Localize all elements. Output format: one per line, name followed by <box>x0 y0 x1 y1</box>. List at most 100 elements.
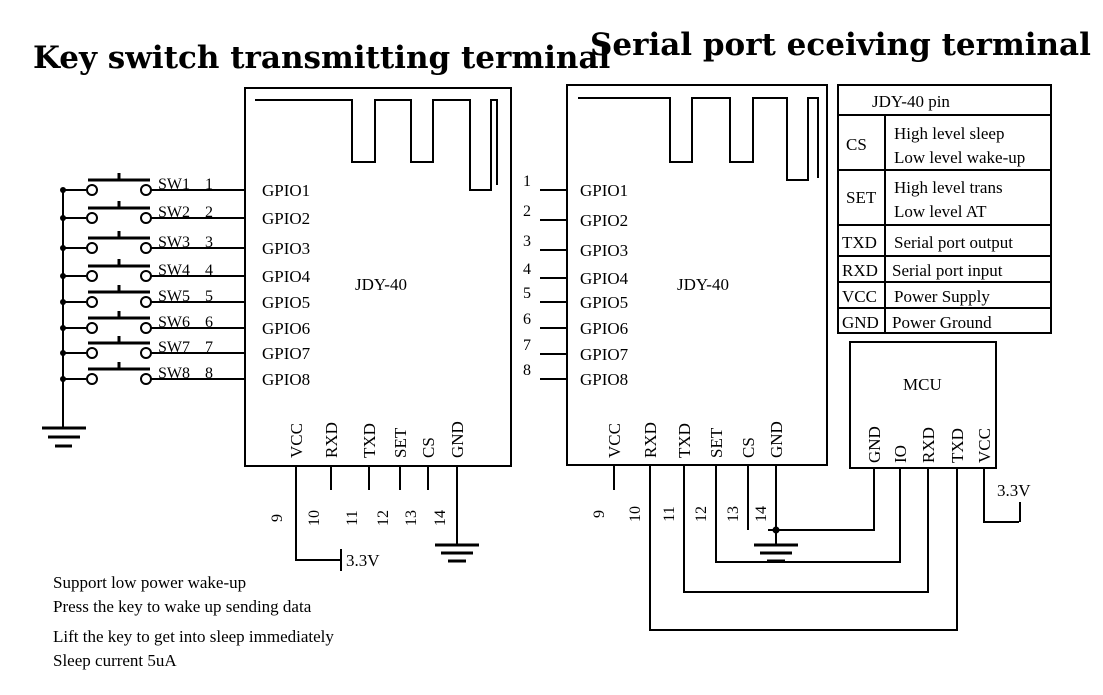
bottom-pin-number: 11 <box>344 510 361 525</box>
transmitter-module: JDY-40 GPIO1GPIO2GPIO3GPIO4GPIO5GPIO6GPI… <box>244 87 512 467</box>
left-ground-symbol <box>42 426 86 448</box>
gpio-label: GPIO8 <box>580 370 628 389</box>
switch-contact <box>140 184 152 196</box>
bottom-pin-label: CS <box>419 437 438 458</box>
mcu-label: MCU <box>903 375 942 394</box>
note-line: Press the key to wake up sending data <box>53 597 312 616</box>
note-line: Lift the key to get into sleep immediate… <box>53 627 334 646</box>
bottom-pin-label: CS <box>739 437 758 458</box>
bottom-pin-label: GND <box>767 421 786 458</box>
gpio-label: GPIO3 <box>580 241 628 260</box>
wire-io-set <box>715 466 901 563</box>
mcu-vcc-wire <box>983 468 1019 523</box>
bottom-pin-number: 13 <box>403 510 420 526</box>
bottom-pin-number: 11 <box>661 506 678 521</box>
mcu-pin-label: RXD <box>919 427 938 463</box>
switch-contact <box>86 296 98 308</box>
gpio-number: 3 <box>523 233 531 250</box>
pin-table-pin: RXD <box>842 261 878 280</box>
gpio-number: 4 <box>205 262 213 279</box>
switch-contact <box>140 242 152 254</box>
mcu-pin-label: VCC <box>975 428 994 463</box>
bottom-pin-label: SET <box>707 427 726 458</box>
junction-dot <box>772 526 780 534</box>
pin-table-pin: SET <box>846 188 877 207</box>
gpio-label: GPIO6 <box>262 319 310 338</box>
switch-contact <box>86 373 98 385</box>
bottom-pin-label: VCC <box>605 423 624 458</box>
switch-contact <box>86 347 98 359</box>
bottom-pin-number: 14 <box>432 510 449 526</box>
bottom-pin-number: 12 <box>375 510 392 526</box>
bottom-pin-label: RXD <box>322 422 341 458</box>
bottom-pin-label: SET <box>391 427 410 458</box>
gpio-number: 4 <box>523 261 531 278</box>
gpio-number: 8 <box>205 365 213 382</box>
switch-contact <box>140 347 152 359</box>
mcu-pin-label: GND <box>865 426 884 463</box>
gpio-number: 1 <box>523 173 531 190</box>
switch-contact <box>86 184 98 196</box>
pin-table-frame <box>837 84 1052 334</box>
note-line: Support low power wake-up <box>53 573 246 592</box>
pin-table-pin: CS <box>846 135 867 154</box>
right-title: Serial port eceiving terminal <box>590 27 1091 63</box>
pin-table-pin: GND <box>842 313 879 332</box>
pin-table-desc: Power Supply <box>894 287 990 306</box>
switch-contact <box>86 270 98 282</box>
notes-block: Support low power wake-up Press the key … <box>53 573 334 670</box>
pin-table-desc: High level sleep <box>894 124 1004 143</box>
gpio-label: GPIO4 <box>580 269 629 288</box>
mcu-box <box>849 341 997 469</box>
gpio-number: 2 <box>523 203 531 220</box>
switch-contact <box>140 373 152 385</box>
transmitter-ground-symbol <box>435 543 479 563</box>
wire-gnd-mcu <box>768 468 875 531</box>
bottom-pin-number: 9 <box>591 510 608 518</box>
bottom-pin-number: 14 <box>753 506 770 522</box>
gpio-label: GPIO5 <box>262 293 310 312</box>
gpio-label: GPIO2 <box>262 209 310 228</box>
switch-label: SW3 <box>158 234 190 251</box>
gpio-number: 2 <box>205 204 213 221</box>
left-title: Key switch transmitting terminal <box>33 40 610 76</box>
gpio-label: GPIO1 <box>262 181 310 200</box>
bottom-pin-label: GND <box>448 421 467 458</box>
bottom-pin-number: 10 <box>627 506 644 522</box>
gpio-label: GPIO4 <box>262 267 311 286</box>
gpio-number: 3 <box>205 234 213 251</box>
switch-label: SW8 <box>158 365 190 382</box>
bottom-pin-label: VCC <box>287 423 306 458</box>
switch-label: SW2 <box>158 204 190 221</box>
transmitter-vcc-wire <box>295 466 340 561</box>
receiver-module-box <box>566 84 828 466</box>
pin-table-desc: Low level AT <box>894 202 987 221</box>
gpio-number: 6 <box>205 314 213 331</box>
switch-contact <box>140 296 152 308</box>
pin-table-desc: Power Ground <box>892 313 992 332</box>
switch-contact <box>140 322 152 334</box>
bottom-pin-number: 13 <box>725 506 742 522</box>
switch-contact <box>86 322 98 334</box>
gpio-number: 7 <box>523 337 531 354</box>
pin-table-header: JDY-40 pin <box>872 92 950 111</box>
switch-label: SW6 <box>158 314 190 331</box>
pin-table-desc: High level trans <box>894 178 1003 197</box>
gpio-number: 8 <box>523 362 531 379</box>
pin-table-pin: TXD <box>842 233 877 252</box>
switch-contact <box>140 212 152 224</box>
switch-label: SW4 <box>158 262 190 279</box>
bottom-pin-label: RXD <box>641 422 660 458</box>
pin-table-desc: Low level wake-up <box>894 148 1025 167</box>
gpio-number: 6 <box>523 311 531 328</box>
